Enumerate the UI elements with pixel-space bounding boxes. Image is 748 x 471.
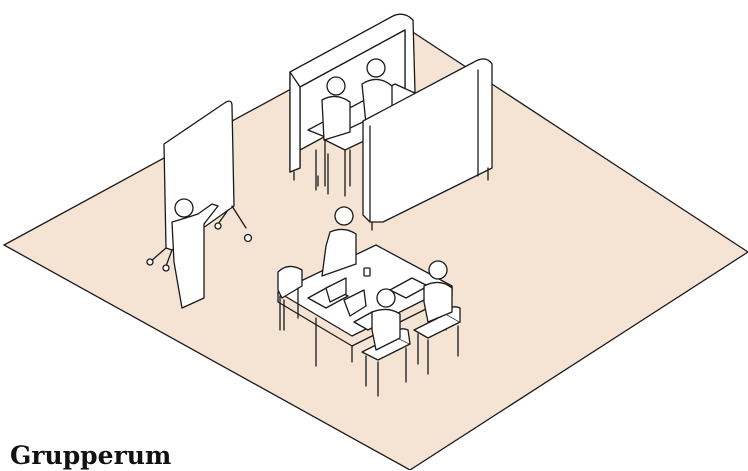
caption-title: Grupperum	[10, 441, 171, 471]
